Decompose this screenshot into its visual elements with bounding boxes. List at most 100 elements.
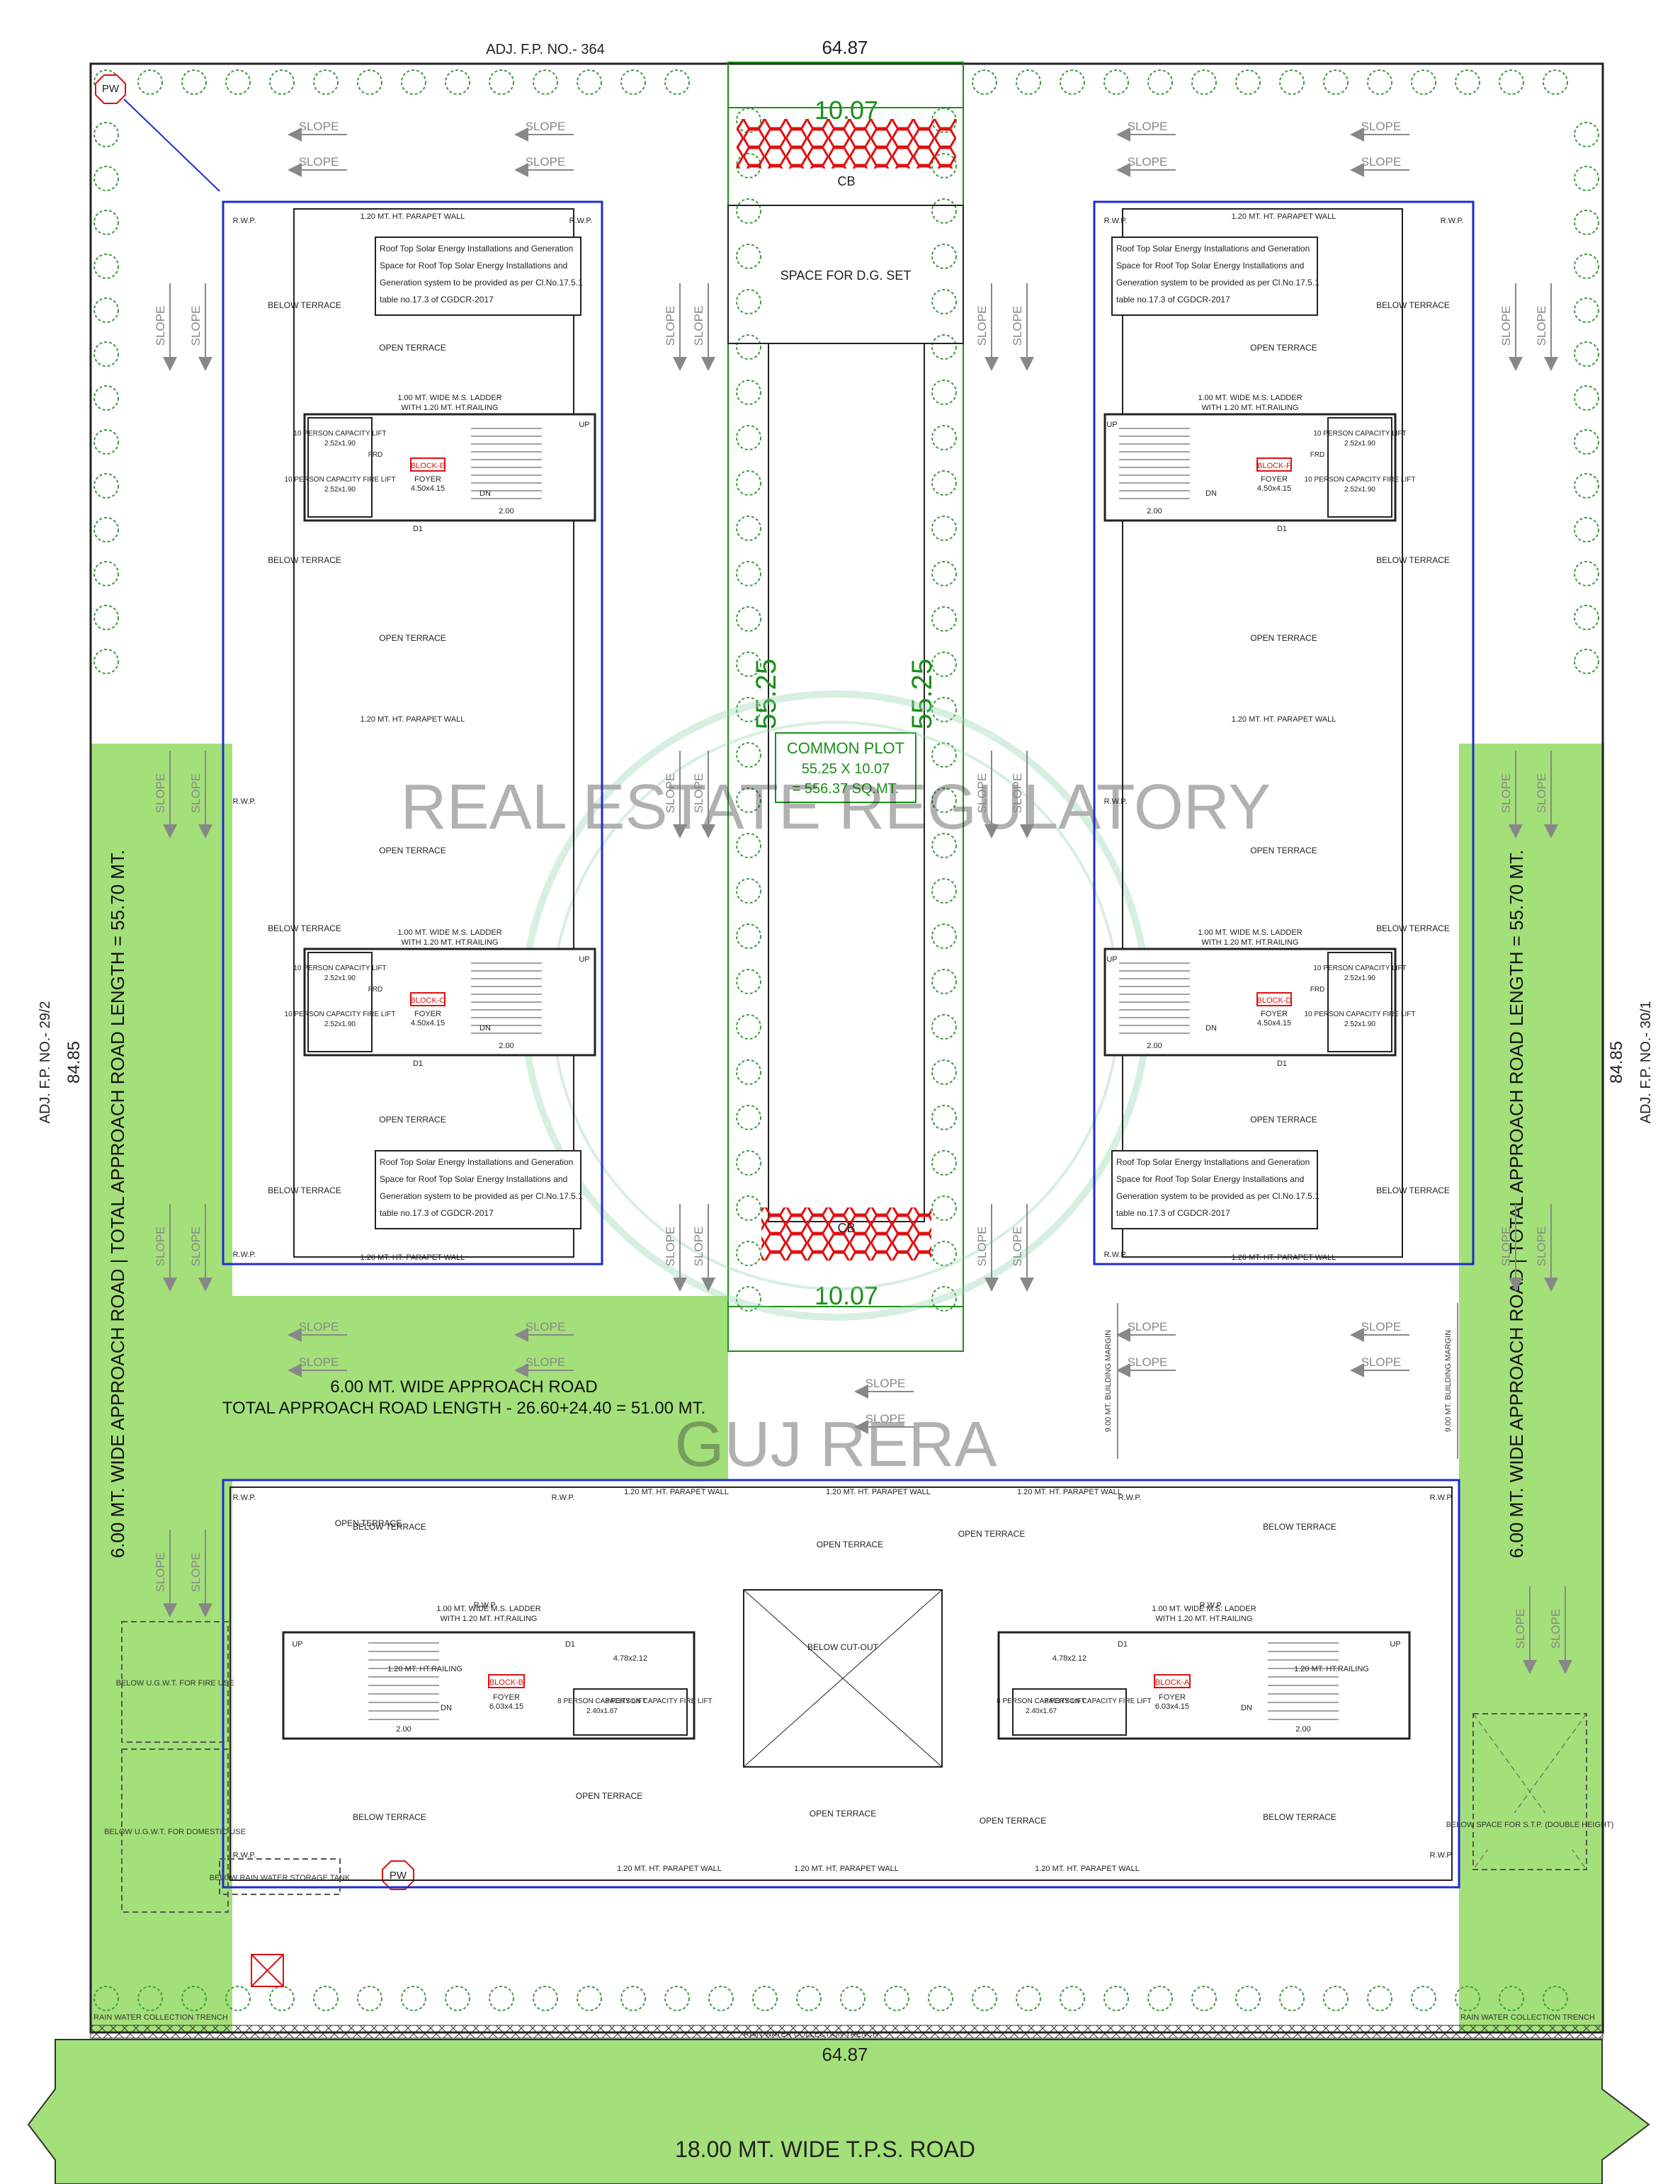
slope-arrow: SLOPE [514,1355,574,1377]
svg-text:SLOPE: SLOPE [299,1355,339,1369]
tree-icon [931,697,957,722]
tree-icon [181,69,207,95]
tree-icon [401,1986,426,2011]
stair-width: 2.00 [1147,507,1162,516]
dim-right: 84.85 [1607,1041,1626,1084]
tree-icon [736,606,761,632]
lift-dim: 2.52x1.90 [324,440,356,448]
parapet-label: 1.20 MT. HT. PARAPET WALL [794,1865,899,1873]
svg-text:SLOPE: SLOPE [526,1355,566,1369]
svg-text:SLOPE: SLOPE [1361,1320,1402,1333]
tree-icon [93,1986,119,2011]
slope-arrow: SLOPE [189,1204,212,1292]
solar-note: Roof Top Solar Energy Installations and … [1116,1157,1310,1167]
slope-arrow: SLOPE [514,1320,574,1342]
ladder-railing: WITH 1.20 MT. HT.RAILING [1156,1615,1253,1623]
svg-text:SLOPE: SLOPE [1535,773,1548,814]
slope-arrow: SLOPE [154,751,177,838]
slope-annotations: SLOPE SLOPE SLOPE SLOPE SLOPE SLOPE SLOPE SLOPE… [154,120,1572,1674]
svg-text:SLOPE: SLOPE [154,1552,167,1593]
tree-icon [1574,605,1599,630]
rwp-label: R.W.P. [233,1494,256,1502]
ugwt-fire-box [121,1621,229,1743]
tree-icon [931,1286,957,1312]
tree-icon [620,1986,646,2011]
svg-text:SLOPE: SLOPE [1011,306,1024,346]
svg-text:SLOPE: SLOPE [1535,306,1548,346]
block-name: BLOCK-C [411,996,445,1005]
tree-icon [445,1986,470,2011]
foyer-dim: 4.50x4.15 [1257,484,1291,493]
foyer-dim: 4.50x4.15 [411,1019,445,1028]
dim-bottom: 64.87 [822,2044,868,2065]
slope-arrow: SLOPE [1549,1586,1572,1674]
tree-icon [1543,1986,1568,2011]
below-terrace: BELOW TERRACE [1263,1522,1336,1532]
rwp-label: R.W.P. [1104,217,1128,225]
stair-width: 2.00 [499,1042,513,1050]
stair-width: 2.00 [499,507,513,516]
tree-icon [93,341,119,367]
ladder-railing: WITH 1.20 MT. HT.RAILING [1202,404,1299,412]
svg-text:SLOPE: SLOPE [526,155,566,169]
stair-width: 2.00 [1147,1042,1162,1050]
svg-text:SLOPE: SLOPE [299,155,339,169]
tree-icon [313,69,339,95]
svg-text:SLOPE: SLOPE [189,1227,203,1267]
slope-arrow: SLOPE [692,1204,715,1292]
below-terrace: BELOW TERRACE [268,300,341,310]
tree-icon [931,289,957,314]
open-terrace: OPEN TERRACE [379,1115,445,1125]
dim-top: 64.87 [822,37,868,58]
solar-note: table no.17.3 of CGDCR-2017 [380,295,494,305]
lift-dim: 2.52x1.90 [1344,974,1375,982]
slope-arrow: SLOPE [514,120,574,142]
dn-label: DN [441,1704,452,1712]
tree-icon [357,69,382,95]
parapet-label: 1.20 MT. HT. PARAPET WALL [826,1488,931,1496]
lift-label: 8 PERSON CAPACITY LIFT [997,1697,1086,1705]
trench-label-left: RAIN WATER COLLECTION TRENCH [93,2013,228,2022]
tree-icon [1060,1986,1085,2011]
open-terrace: OPEN TERRACE [1250,846,1317,855]
svg-text:SLOPE: SLOPE [1514,1609,1527,1649]
tree-icon [1499,1986,1524,2011]
svg-text:SLOPE: SLOPE [1011,1227,1024,1267]
tree-icon [736,1059,761,1085]
trench-label-right: RAIN WATER COLLECTION TRENCH [1460,2013,1595,2022]
tree-icon [1323,1986,1349,2011]
tree-icon [620,69,646,95]
slope-arrow: SLOPE [1116,1320,1176,1342]
plot-boundary [89,62,1604,2034]
svg-text:SLOPE: SLOPE [1499,773,1513,814]
foyer-label: FOYER [1261,1010,1288,1018]
up-label: UP [292,1640,302,1649]
slope-arrow: SLOPE [854,1412,914,1434]
solar-note: Space for Roof Top Solar Energy Installa… [380,261,567,271]
svg-text:SLOPE: SLOPE [189,306,203,346]
ladder-railing: WITH 1.20 MT. HT.RAILING [402,938,499,947]
lobby-dim: 4.78x2.12 [613,1654,647,1663]
svg-text:SLOPE: SLOPE [975,773,989,814]
tree-icon [445,69,470,95]
slope-arrow: SLOPE [854,1377,914,1399]
tree-icon [1574,649,1599,674]
tree-icon [884,1986,909,2011]
tree-icon [93,429,119,455]
tree-icon [736,923,761,949]
tree-icon [736,334,761,360]
parapet-label: 1.20 MT. HT. PARAPET WALL [624,1488,729,1496]
tree-icon [736,289,761,314]
slope-arrow: SLOPE [1499,283,1523,371]
tree-icon [736,244,761,269]
lobby-dim: 4.78x2.12 [1052,1654,1086,1663]
foyer-label: FOYER [414,475,441,484]
rwp-label: R.W.P. [233,1851,256,1860]
tree-icon [93,605,119,630]
foyer-label: FOYER [414,1010,441,1018]
rwp-label: R.W.P. [1430,1494,1453,1502]
tree-icon [93,166,119,191]
tree-icon [931,1241,957,1266]
cb-top-hatch [737,119,956,169]
